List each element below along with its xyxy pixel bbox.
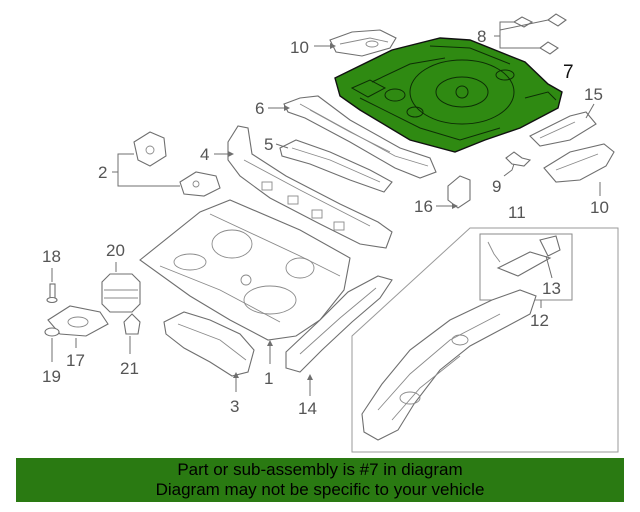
callout-4: 4: [200, 145, 209, 164]
part-8-clips[interactable]: [512, 13, 567, 55]
part-2-brackets[interactable]: [133, 131, 221, 197]
parts-diagram: 10 8 7 6 15 5 4 2 9 10 16 11 18 20 13 12…: [42, 13, 619, 453]
callout-1: 1: [264, 369, 273, 388]
part-16-bracket[interactable]: [447, 175, 471, 209]
callout-17: 17: [66, 351, 85, 370]
callout-10-right: 10: [590, 198, 609, 217]
callout-14: 14: [298, 399, 317, 418]
part-6-rear-crossmember[interactable]: [283, 95, 437, 179]
banner-line-1: Part or sub-assembly is #7 in diagram: [177, 460, 463, 479]
callout-3: 3: [230, 397, 239, 416]
callout-13: 13: [542, 279, 561, 298]
callout-18: 18: [42, 247, 61, 266]
callout-20: 20: [106, 241, 125, 260]
callout-5: 5: [264, 135, 273, 154]
part-1-rear-floor-pan[interactable]: [139, 199, 351, 341]
part-11-side-member[interactable]: [361, 289, 537, 441]
part-17-bracket[interactable]: [47, 305, 109, 337]
part-14-side-rail[interactable]: [285, 275, 393, 373]
callout-19: 19: [42, 367, 61, 386]
part-12-brackets[interactable]: [487, 235, 561, 277]
part-3-reinforcement[interactable]: [163, 311, 255, 377]
callout-9: 9: [492, 177, 501, 196]
callout-11: 11: [508, 203, 526, 222]
part-18-bolt[interactable]: [46, 283, 58, 304]
callout-12: 12: [530, 311, 549, 330]
part-19-plug[interactable]: [44, 327, 60, 337]
callout-7: 7: [563, 62, 574, 83]
part-10-upper-bracket[interactable]: [329, 29, 397, 57]
part-4-rear-panel[interactable]: [227, 125, 393, 249]
callout-16: 16: [414, 197, 433, 216]
part-9-clip[interactable]: [505, 151, 532, 167]
banner-line-2: Diagram may not be specific to your vehi…: [155, 480, 485, 499]
part-20-jack[interactable]: [101, 273, 141, 313]
info-banner: Part or sub-assembly is #7 in diagram Di…: [16, 458, 624, 502]
part-21-clip[interactable]: [123, 313, 141, 335]
callout-21: 21: [120, 359, 139, 378]
callout-6: 6: [255, 99, 264, 118]
callout-2: 2: [98, 163, 107, 182]
callout-10-top: 10: [290, 38, 309, 57]
callout-8: 8: [477, 27, 486, 46]
part-5-panel[interactable]: [279, 139, 393, 193]
part-15-bracket[interactable]: [529, 111, 597, 147]
callout-15: 15: [584, 85, 603, 104]
assembly-11-box: [351, 227, 619, 453]
part-10-lower-bracket[interactable]: [543, 143, 615, 183]
part-7-spare-tire-pan[interactable]: [334, 37, 563, 153]
